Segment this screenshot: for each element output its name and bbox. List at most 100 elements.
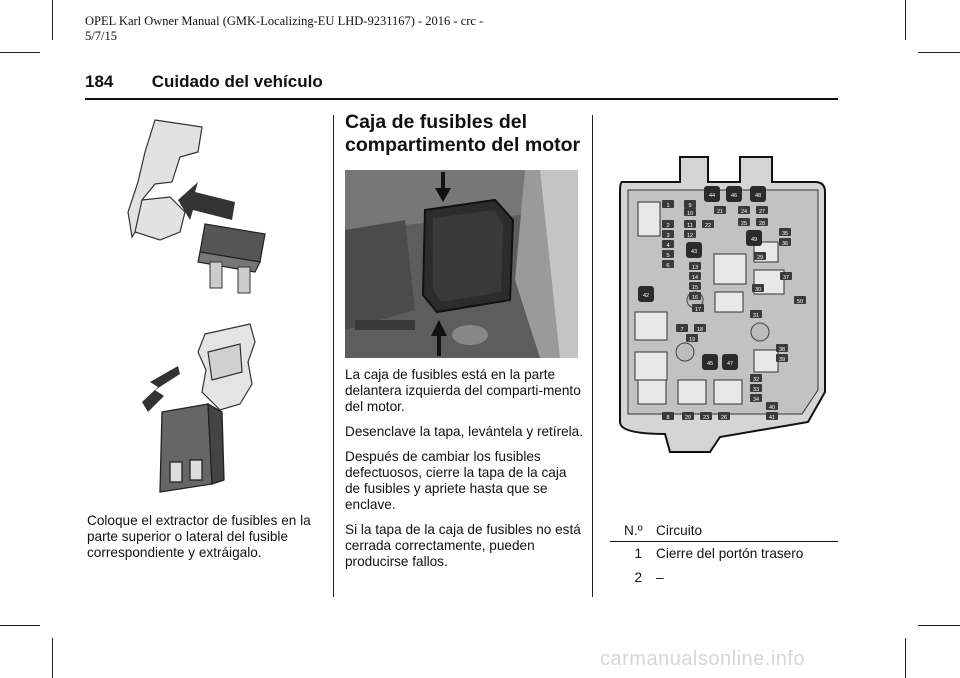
fuse-slot xyxy=(726,186,742,202)
fuse-slot xyxy=(686,242,702,258)
column-number-header: N.º xyxy=(624,523,643,538)
caption-text: Coloque el extractor de fusibles en la p… xyxy=(87,513,311,560)
crop-mark xyxy=(918,625,960,626)
fuse-label: 13 xyxy=(692,265,698,271)
fuse-slot xyxy=(738,206,750,214)
fuse-label: 19 xyxy=(689,337,695,343)
fuse-label: 29 xyxy=(757,255,763,261)
fuse-slot xyxy=(682,412,694,420)
fuse-label: 35 xyxy=(782,231,788,237)
fuse-label: 20 xyxy=(685,415,691,421)
fuse-slot xyxy=(662,220,674,228)
column-divider xyxy=(333,115,334,597)
fuse-slot xyxy=(766,412,778,420)
fuse-slot xyxy=(676,324,688,332)
fuse-slot xyxy=(750,394,762,402)
fuse-label: 41 xyxy=(769,415,775,421)
fuse-label: 50 xyxy=(797,299,803,305)
fuse-label: 25 xyxy=(741,221,747,227)
fuse-slot xyxy=(700,412,712,420)
fuse-label: 38 xyxy=(779,347,785,353)
header-rule xyxy=(85,98,838,100)
fuse-puller-illustration xyxy=(127,119,266,493)
fuse-label: 17 xyxy=(695,307,701,313)
fuse-slot xyxy=(702,354,718,370)
section-heading: Caja de fusibles del compartimento del m… xyxy=(345,111,580,157)
crop-mark xyxy=(0,52,40,53)
fuse-number: 2 xyxy=(634,570,642,585)
fuse-label: 16 xyxy=(692,295,698,301)
fuse-slot xyxy=(776,354,788,362)
crop-mark xyxy=(905,0,906,40)
fuse-label: 31 xyxy=(753,313,759,319)
fuse-slot xyxy=(662,240,674,248)
fuse-slot xyxy=(704,186,720,202)
fuse-label: 8 xyxy=(666,415,669,421)
document-meta: OPEL Karl Owner Manual (GMK-Localizing-E… xyxy=(85,14,484,43)
fuse-label: 34 xyxy=(753,397,759,403)
fuse-label: 23 xyxy=(703,415,709,421)
fuse-slot xyxy=(750,310,762,318)
fuse-slot xyxy=(794,296,806,304)
fuse-label: 27 xyxy=(759,209,765,215)
fuse-slot xyxy=(684,200,696,208)
crop-mark xyxy=(52,0,53,40)
fuse-slot xyxy=(684,220,696,228)
section-title: Cuidado del vehículo xyxy=(151,72,323,91)
fuse-label: 42 xyxy=(643,293,649,299)
fuse-label: 6 xyxy=(666,263,669,269)
fuse-slot xyxy=(662,260,674,268)
fuse-label: 7 xyxy=(680,327,683,333)
circuit-name: – xyxy=(656,570,664,585)
fuse-slot xyxy=(714,206,726,214)
fuse-slot xyxy=(722,354,738,370)
fuse-slot xyxy=(686,334,698,342)
paragraph: Desenclave la tapa, levántela y retírela… xyxy=(345,424,584,439)
fuse-label: 39 xyxy=(779,357,785,363)
fuse-slot xyxy=(662,250,674,258)
fuse-label: 11 xyxy=(687,223,693,229)
fuse-label: 14 xyxy=(692,275,698,281)
fuse-slot xyxy=(694,324,706,332)
fuse-slot xyxy=(662,200,674,208)
engine-fusebox-photo xyxy=(345,170,578,358)
fuse-label: 48 xyxy=(755,193,761,199)
fuse-label: 49 xyxy=(751,237,757,243)
fuse-label: 12 xyxy=(687,233,693,239)
fuse-label: 9 xyxy=(688,203,691,209)
fuse-slot xyxy=(684,230,696,238)
fuse-number: 1 xyxy=(634,546,642,561)
fuse-label: 44 xyxy=(709,193,715,199)
fuse-label: 46 xyxy=(731,193,737,199)
fuse-slot xyxy=(750,186,766,202)
column-circuit-header: Circuito xyxy=(656,523,703,538)
fuse-slot xyxy=(662,230,674,238)
circuit-name: Cierre del portón trasero xyxy=(656,546,804,561)
fuse-slot xyxy=(738,218,750,226)
page-header: 184 Cuidado del vehículo xyxy=(85,72,323,92)
fuse-label: 36 xyxy=(782,241,788,247)
fuse-slot xyxy=(638,286,654,302)
table-rule xyxy=(610,541,838,542)
fuse-slot xyxy=(752,284,764,292)
paragraph: La caja de fusibles está en la parte del… xyxy=(345,367,581,414)
fuse-label: 26 xyxy=(721,415,727,421)
fuse-label: 3 xyxy=(666,233,669,239)
middle-column-text: La caja de fusibles está en la parte del… xyxy=(345,367,585,579)
fuse-slot xyxy=(746,230,762,246)
section-heading-line2: compartimento del motor xyxy=(345,134,581,156)
fuse-label: 15 xyxy=(692,285,698,291)
fuse-slot xyxy=(689,262,701,270)
fuse-label: 33 xyxy=(753,387,759,393)
section-heading-line1: Caja de fusibles del xyxy=(345,111,528,133)
fuse-label: 1 xyxy=(666,203,669,209)
page-number: 184 xyxy=(85,72,114,91)
fuse-label: 24 xyxy=(741,209,747,215)
fuse-slot xyxy=(692,304,704,312)
crop-mark xyxy=(52,638,53,678)
fuse-slot xyxy=(689,282,701,290)
fuse-label: 45 xyxy=(707,361,713,367)
fuse-label: 18 xyxy=(697,327,703,333)
fuse-slot xyxy=(756,206,768,214)
fuse-label: 22 xyxy=(705,223,711,229)
